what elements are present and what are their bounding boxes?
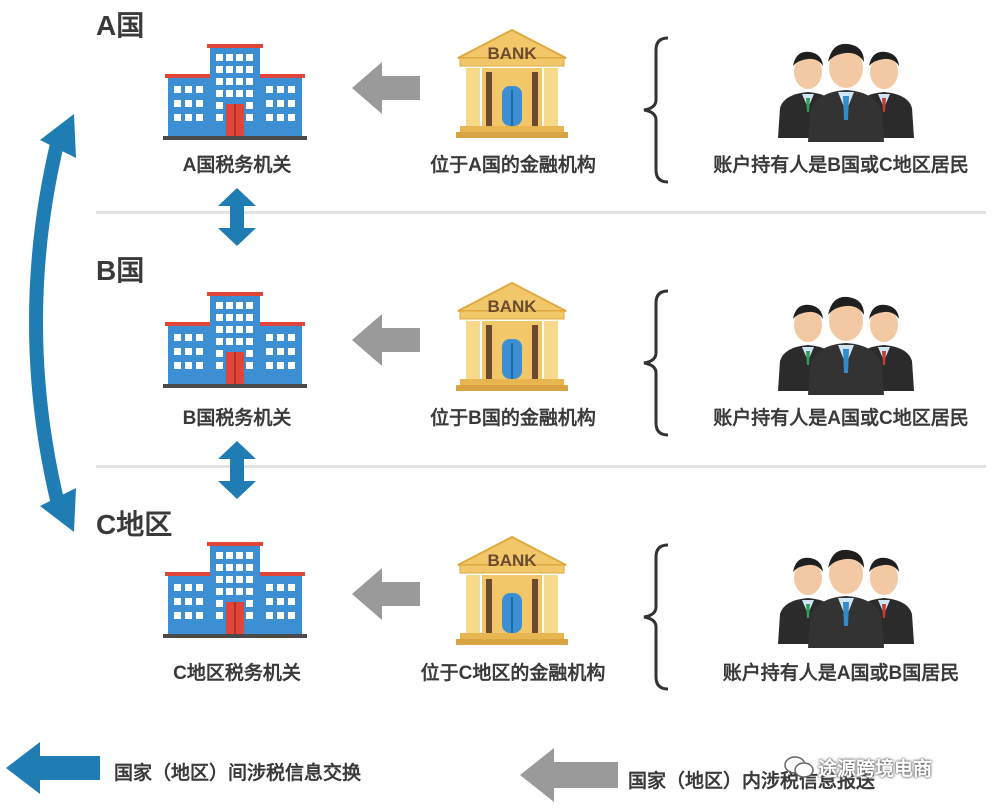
brace-icon — [643, 543, 669, 691]
region-title-a: A国 — [96, 10, 145, 41]
watermark-text: 途源跨境电商 — [818, 759, 933, 780]
account-holders-icon — [778, 43, 914, 142]
wechat-icon — [784, 756, 814, 778]
domestic-report-arrow-icon — [352, 568, 420, 620]
tax-office-label-c: C地区税务机关 — [173, 663, 301, 684]
bank-label-b: 位于B国的金融机构 — [430, 408, 596, 429]
region-title-b: B国 — [96, 255, 145, 286]
bank-sign: BANK — [487, 44, 537, 63]
tax-office-building-icon — [163, 292, 307, 388]
bank-label-a: 位于A国的金融机构 — [430, 155, 596, 176]
tax-office-building-icon — [163, 542, 307, 638]
bank-label-c: 位于C地区的金融机构 — [420, 663, 606, 684]
legend-exchange-label: 国家（地区）间涉税信息交换 — [114, 763, 362, 784]
domestic-report-arrow-icon — [352, 62, 420, 114]
holder-label-a: 账户持有人是B国或C地区居民 — [713, 155, 969, 176]
exchange-arrow-ac-icon — [29, 114, 76, 532]
legend-domestic-label: 国家（地区）内涉税信息报送 — [628, 771, 876, 792]
tax-office-label-b: B国税务机关 — [182, 408, 292, 429]
tax-office-building-icon — [163, 44, 307, 140]
holder-label-b: 账户持有人是A国或C地区居民 — [713, 408, 969, 429]
account-holders-icon — [778, 296, 914, 395]
domestic-report-arrow-icon — [352, 314, 420, 366]
bank-sign: BANK — [487, 551, 537, 570]
divider-bc — [96, 465, 986, 468]
exchange-arrow-ab-icon — [218, 188, 256, 246]
region-title-c: C地区 — [96, 509, 173, 540]
legend-exchange-arrow-icon — [6, 742, 100, 794]
brace-icon — [643, 289, 669, 437]
bank-sign: BANK — [487, 297, 537, 316]
holder-label-c: 账户持有人是A国或B国居民 — [722, 663, 960, 684]
account-holders-icon — [778, 549, 914, 648]
tax-office-label-a: A国税务机关 — [182, 155, 292, 176]
divider-ab — [96, 211, 986, 214]
exchange-arrow-bc-icon — [218, 441, 256, 499]
legend-domestic-arrow-icon — [520, 748, 618, 802]
brace-icon — [643, 36, 669, 184]
